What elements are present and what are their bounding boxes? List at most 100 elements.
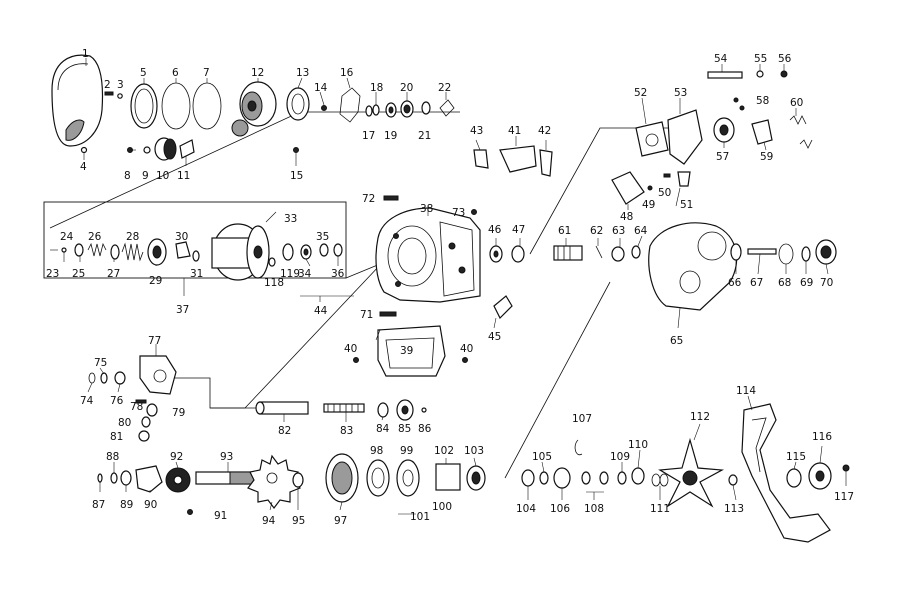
label-54: 54 <box>714 53 728 65</box>
gear-92 <box>165 467 191 493</box>
plate-77 <box>139 355 177 395</box>
label-105: 105 <box>532 451 552 463</box>
label-1: 1 <box>82 48 89 60</box>
part-119 <box>282 243 294 261</box>
label-68: 68 <box>778 277 791 289</box>
label-101: 101 <box>410 511 430 523</box>
label-108: 108 <box>584 503 604 515</box>
collar-20 <box>400 100 414 118</box>
oring-5 <box>130 83 158 129</box>
label-92: 92 <box>170 451 183 463</box>
clip-30 <box>175 241 191 259</box>
label-39: 39 <box>400 345 413 357</box>
label-88: 88 <box>106 451 119 463</box>
pin-33 <box>265 211 277 223</box>
label-59: 59 <box>760 151 773 163</box>
washer-21 <box>421 101 431 115</box>
label-47: 47 <box>512 224 525 236</box>
bearing-103 <box>466 465 486 491</box>
label-114: 114 <box>736 385 756 397</box>
label-84: 84 <box>376 423 390 435</box>
worm-83 <box>323 403 365 413</box>
disc-106 <box>553 467 571 489</box>
label-37: 37 <box>176 304 189 316</box>
washer-17 <box>365 105 373 117</box>
label-60: 60 <box>790 97 803 109</box>
washer-88 <box>110 472 118 484</box>
spring-79 <box>146 403 158 417</box>
washer-105 <box>539 471 549 485</box>
label-118: 118 <box>264 277 284 289</box>
label-76: 76 <box>110 395 124 407</box>
label-25: 25 <box>72 268 85 280</box>
screw-4 <box>80 146 88 154</box>
label-19: 19 <box>384 130 397 142</box>
washer-31 <box>192 250 200 262</box>
washer-9 <box>143 146 151 154</box>
label-112: 112 <box>690 411 710 423</box>
label-110: 110 <box>628 439 648 451</box>
label-83: 83 <box>340 425 353 437</box>
label-99: 99 <box>400 445 413 457</box>
drag-washer-99 <box>396 459 420 497</box>
bearing-34 <box>300 244 312 260</box>
label-30: 30 <box>175 231 188 243</box>
label-41: 41 <box>508 125 521 137</box>
clip-62 <box>595 245 603 259</box>
label-51: 51 <box>680 199 693 211</box>
label-2: 2 <box>104 79 111 91</box>
label-23: 23 <box>46 268 59 280</box>
washer-69 <box>801 246 811 262</box>
rod-54 <box>707 71 743 79</box>
label-73: 73 <box>452 207 465 219</box>
label-46: 46 <box>488 224 502 236</box>
washer-35 <box>319 243 329 257</box>
bearing-89 <box>120 470 132 486</box>
plate-90 <box>135 465 163 493</box>
label-53: 53 <box>674 87 687 99</box>
label-24: 24 <box>60 231 74 243</box>
washer-18 <box>372 104 380 116</box>
label-52: 52 <box>634 87 647 99</box>
nut-110 <box>631 467 645 485</box>
label-58: 58 <box>756 95 769 107</box>
label-4: 4 <box>80 161 87 173</box>
disc-57 <box>713 117 735 143</box>
label-48: 48 <box>620 211 633 223</box>
screw-71 <box>379 311 397 317</box>
bearing-104 <box>521 469 535 487</box>
pin-87 <box>97 473 103 483</box>
lever-42 <box>539 149 553 177</box>
plate-45 <box>493 295 513 320</box>
screw-49 <box>647 185 653 191</box>
label-40-right: 40 <box>460 343 473 355</box>
bearing-25 <box>74 243 84 257</box>
main-gear-97 <box>325 453 359 503</box>
pin-50 <box>663 173 671 178</box>
screw-56 <box>780 70 788 78</box>
screw-72 <box>383 195 399 201</box>
ring-13 <box>286 87 310 121</box>
label-119: 119 <box>280 268 300 280</box>
label-11: 11 <box>177 170 190 182</box>
part-number-labels: 1 2 3 4 5 6 7 8 9 10 11 12 13 14 15 16 1… <box>46 48 854 527</box>
subassembly-box-spool <box>43 201 347 279</box>
screw-86 <box>421 407 427 413</box>
ring-64 <box>631 245 641 259</box>
label-71: 71 <box>360 309 373 321</box>
label-66: 66 <box>728 277 742 289</box>
oring-7 <box>192 82 222 130</box>
label-72: 72 <box>362 193 375 205</box>
washer-66 <box>730 243 742 261</box>
label-40-left: 40 <box>344 343 357 355</box>
label-65: 65 <box>670 335 683 347</box>
label-3: 3 <box>117 79 124 91</box>
label-7: 7 <box>203 67 210 79</box>
washer-111 <box>651 473 669 487</box>
nut-70 <box>815 239 837 265</box>
label-77: 77 <box>148 335 161 347</box>
washer-113 <box>728 474 738 486</box>
label-93: 93 <box>220 451 233 463</box>
connector-line-gear-to-right <box>504 281 611 479</box>
label-115: 115 <box>786 451 806 463</box>
